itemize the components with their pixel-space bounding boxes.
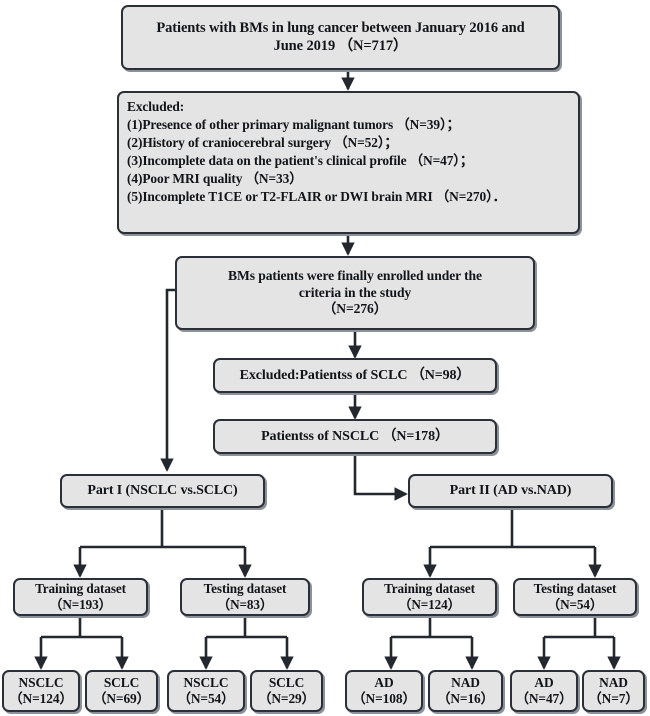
node-exclusion-criteria: Excluded: (1)Presence of other primary m… [117, 91, 580, 234]
node-part2-testing-dataset: Testing dataset （N=54） [513, 578, 637, 616]
node-exclusion-criteria-label: Excluded: (1)Presence of other primary m… [127, 99, 506, 204]
node-total-cohort: Patients with BMs in lung cancer between… [121, 5, 560, 70]
node-leaf-part2-train-ad-label: AD （N=108） [352, 674, 416, 706]
node-leaf-part2-train-nad: NAD （N=16） [428, 670, 503, 712]
node-leaf-part1-train-sclc-label: SCLC （N=69） [93, 674, 150, 706]
node-final-enrolled: BMs patients were finally enrolled under… [175, 256, 535, 330]
node-excluded-sclc: Excluded:Patientss of SCLC （N=98） [213, 358, 497, 393]
edge-nsclc-to-part2 [353, 454, 408, 501]
node-part1-training-dataset-label: Training dataset （N=193） [35, 580, 126, 612]
node-part-1-label: Part I (NSCLC vs.SCLC) [87, 483, 238, 499]
node-part-1: Part I (NSCLC vs.SCLC) [60, 474, 265, 508]
node-leaf-part1-test-sclc-label: SCLC （N=29） [258, 674, 315, 706]
node-leaf-part2-test-nad: NAD （N=7） [582, 670, 645, 712]
node-leaf-part2-train-nad-label: NAD （N=16） [437, 674, 494, 706]
node-part1-testing-dataset-label: Testing dataset （N=83） [203, 580, 287, 612]
edge-enrolled-to-part1 [160, 288, 175, 472]
node-leaf-part2-test-ad: AD （N=47） [510, 670, 578, 712]
node-leaf-part2-test-ad-label: AD （N=47） [515, 674, 573, 706]
node-final-enrolled-label: BMs patients were finally enrolled under… [228, 268, 482, 317]
node-excluded-sclc-label: Excluded:Patientss of SCLC （N=98） [239, 367, 471, 383]
node-part2-testing-dataset-label: Testing dataset （N=54） [533, 580, 617, 612]
node-part1-testing-dataset: Testing dataset （N=83） [180, 578, 310, 616]
node-part2-training-dataset: Training dataset （N=124） [362, 578, 497, 616]
node-leaf-part1-test-nsclc: NSCLC （N=54） [167, 670, 245, 712]
node-part-2-label: Part II (AD vs.NAD) [449, 483, 572, 499]
node-leaf-part2-test-nad-label: NAD （N=7） [588, 674, 639, 706]
node-nsclc-patients: Patientss of NSCLC （N=178） [213, 419, 497, 454]
node-part1-training-dataset: Training dataset （N=193） [13, 578, 148, 616]
node-leaf-part1-train-sclc: SCLC （N=69） [85, 670, 158, 712]
node-part2-training-dataset-label: Training dataset （N=124） [384, 580, 475, 612]
node-leaf-part1-test-nsclc-label: NSCLC （N=54） [177, 674, 235, 706]
node-nsclc-patients-label: Patientss of NSCLC （N=178） [261, 428, 449, 444]
node-leaf-part1-train-nsclc-label: NSCLC （N=124） [9, 674, 73, 706]
node-part-2: Part II (AD vs.NAD) [408, 474, 613, 508]
node-leaf-part2-train-ad: AD （N=108） [345, 670, 423, 712]
node-leaf-part1-test-sclc: SCLC （N=29） [250, 670, 323, 712]
node-leaf-part1-train-nsclc: NSCLC （N=124） [2, 670, 80, 712]
node-total-cohort-label: Patients with BMs in lung cancer between… [156, 19, 525, 54]
